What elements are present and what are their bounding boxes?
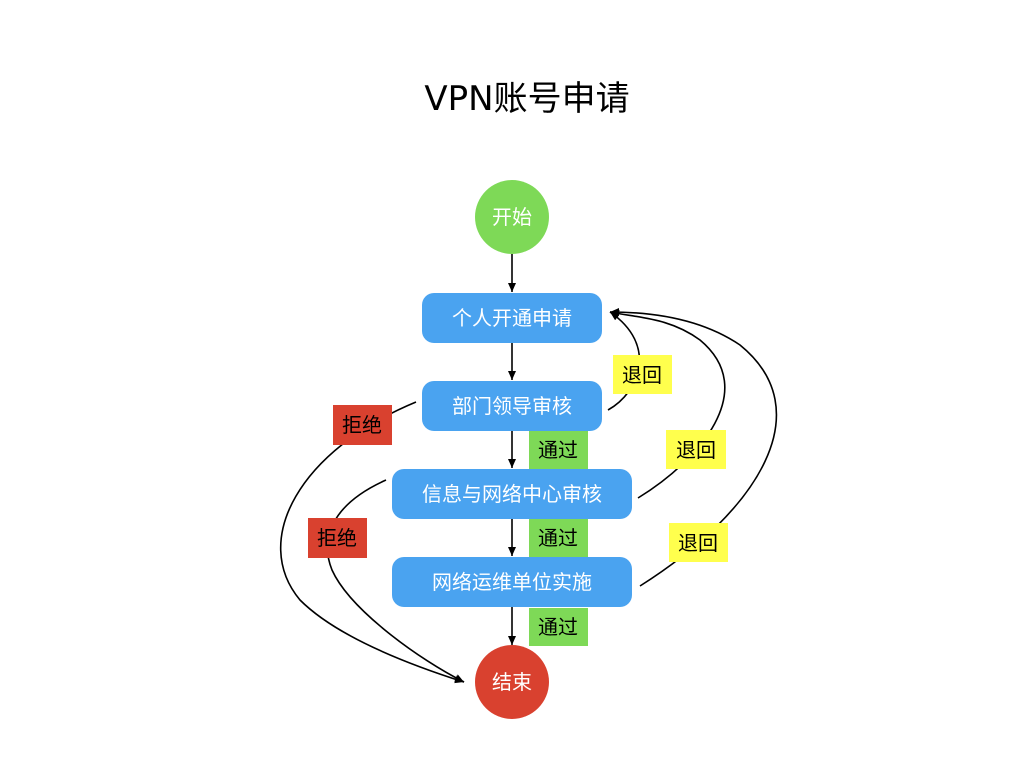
node-start-label: 开始 (492, 205, 532, 229)
label-return-2: 退回 (666, 430, 726, 469)
label-return-1: 退回 (613, 355, 672, 394)
edge-return-info (609, 309, 726, 499)
label-reject-1: 拒绝 (333, 405, 392, 445)
node-info-review-label: 信息与网络中心审核 (422, 482, 602, 506)
node-dept-review-label: 部门领导审核 (452, 394, 572, 418)
label-return-2-text: 退回 (676, 438, 716, 462)
label-return-3: 退回 (669, 523, 728, 562)
node-start: 开始 (475, 180, 549, 254)
node-apply: 个人开通申请 (422, 293, 602, 343)
node-dept-review: 部门领导审核 (422, 381, 602, 431)
label-pass-3: 通过 (529, 608, 588, 646)
label-pass-1: 通过 (529, 431, 588, 469)
label-pass-2-text: 通过 (538, 526, 578, 550)
node-end: 结束 (475, 645, 549, 719)
label-reject-2-text: 拒绝 (317, 526, 357, 550)
edge-reject-info (326, 479, 465, 683)
node-apply-label: 个人开通申请 (452, 306, 572, 330)
label-return-3-text: 退回 (678, 531, 718, 555)
edge-reject-dept (279, 401, 465, 684)
node-end-label: 结束 (492, 670, 532, 694)
node-implement-label: 网络运维单位实施 (432, 570, 592, 594)
label-return-1-text: 退回 (622, 363, 662, 387)
label-pass-2: 通过 (529, 519, 588, 557)
diagram-title: VPN账号申请 (424, 79, 629, 119)
label-reject-2: 拒绝 (308, 518, 367, 558)
node-implement: 网络运维单位实施 (392, 557, 632, 607)
node-info-review: 信息与网络中心审核 (392, 469, 632, 519)
label-pass-1-text: 通过 (538, 438, 578, 462)
label-reject-1-text: 拒绝 (342, 413, 382, 437)
label-pass-3-text: 通过 (538, 615, 578, 639)
